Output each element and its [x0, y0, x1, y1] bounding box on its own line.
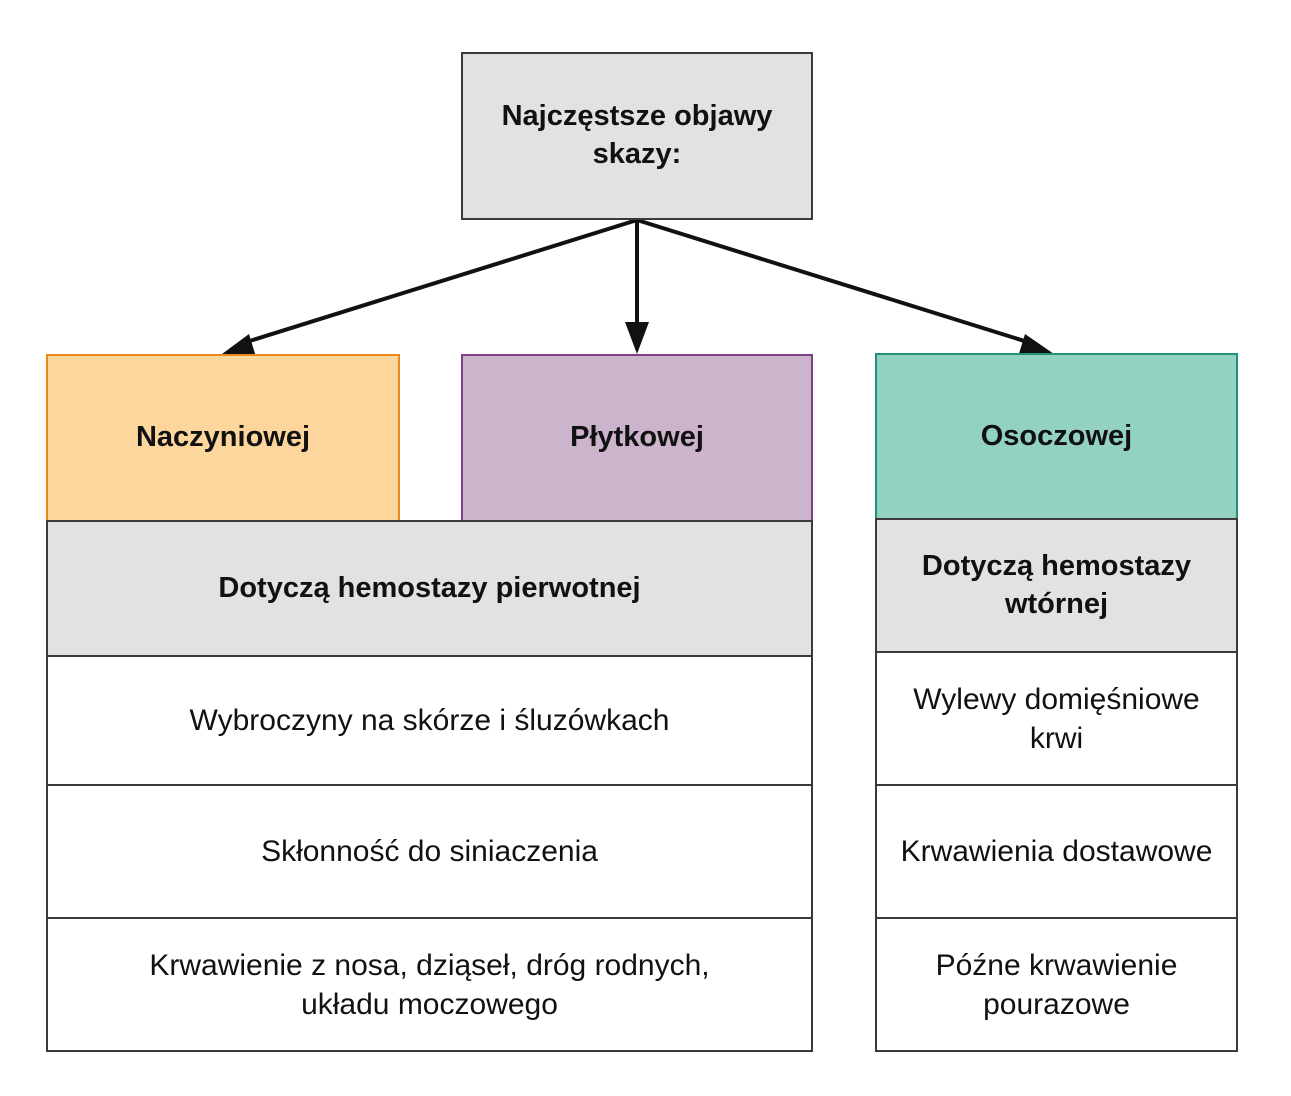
secondary-item: Późne krwawienie pourazowe	[875, 917, 1238, 1052]
primary-header: Dotyczą hemostazy pierwotnej	[46, 520, 813, 657]
secondary-item-label: Późne krwawienie pourazowe	[935, 948, 1178, 1021]
arrow-to-osoczowej	[636, 218, 1035, 346]
secondary-item-label: Wylewy domięśniowe krwi	[913, 682, 1200, 755]
primary-item: Skłonność do siniaczenia	[46, 784, 813, 919]
secondary-item-label: Krwawienia dostawowe	[900, 835, 1213, 868]
arrowhead-plytkowej	[625, 322, 649, 354]
category-label: Naczyniowej	[135, 421, 311, 454]
category-label: Osoczowej	[980, 419, 1133, 452]
secondary-item: Wylewy domięśniowe krwi	[875, 651, 1238, 786]
category-naczyniowej: Naczyniowej	[46, 354, 400, 522]
secondary-header: Dotyczą hemostazy wtórnej	[875, 518, 1238, 653]
primary-item-label: Skłonność do siniaczenia	[261, 835, 598, 868]
arrowhead-naczyniowej	[222, 334, 256, 357]
category-label: Płytkowej	[570, 421, 704, 454]
arrow-to-naczyniowej	[239, 218, 638, 346]
arrowhead-osoczowej	[1018, 334, 1054, 357]
primary-item: Wybroczyny na skórze i śluzówkach	[46, 655, 813, 786]
root-node: Najczęstsze objawy skazy:	[461, 52, 813, 220]
root-label: Najczęstsze objawy skazy:	[501, 100, 773, 170]
primary-item-label: Wybroczyny na skórze i śluzówkach	[189, 704, 670, 737]
category-plytkowej: Płytkowej	[461, 354, 813, 522]
primary-header-label: Dotyczą hemostazy pierwotnej	[218, 571, 641, 604]
primary-item-label: Krwawienie z nosa, dziąseł, dróg rodnych…	[149, 948, 710, 1021]
secondary-item: Krwawienia dostawowe	[875, 784, 1238, 919]
category-osoczowej: Osoczowej	[875, 353, 1238, 520]
secondary-header-label: Dotyczą hemostazy wtórnej	[921, 549, 1192, 620]
primary-item: Krwawienie z nosa, dziąseł, dróg rodnych…	[46, 917, 813, 1052]
